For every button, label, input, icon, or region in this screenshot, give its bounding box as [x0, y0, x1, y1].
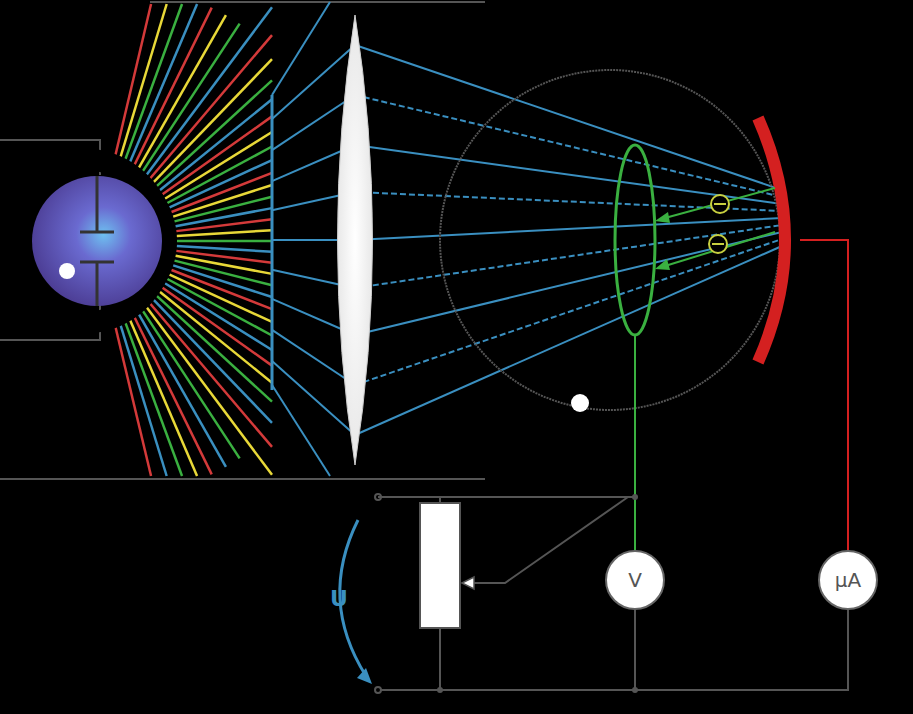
- meter-symbol: µA: [835, 568, 861, 592]
- lens: [338, 15, 373, 465]
- highlight-dot: [571, 394, 589, 412]
- slider-arrow: [462, 577, 474, 589]
- cathode: [758, 118, 785, 362]
- microammeter: µA: [818, 550, 878, 610]
- highlight-dot: [59, 263, 75, 279]
- anode-ring: [615, 145, 655, 335]
- panel-edge: [0, 478, 485, 480]
- filter: [271, 95, 274, 390]
- photocell-tube: [440, 70, 780, 410]
- return-wire: [635, 610, 848, 690]
- supply-wire: [440, 496, 635, 498]
- supply-wire: [439, 628, 441, 690]
- voltmeter: V: [605, 550, 665, 610]
- rheostat: [420, 503, 460, 628]
- meter-symbol: V: [628, 568, 642, 592]
- lamp-electrodes: [80, 176, 114, 306]
- voltage-arrow-head: [357, 668, 372, 684]
- electrons: [655, 188, 775, 270]
- supply-wire: [381, 689, 635, 691]
- panel-edge: [150, 1, 485, 3]
- rheostat-slider: [468, 497, 628, 583]
- cathode-wire: [800, 240, 848, 550]
- lamp-bulb: [32, 176, 162, 306]
- blue-beams: [272, 2, 782, 476]
- anode-wire: [634, 335, 636, 550]
- voltage-label: U: [330, 586, 348, 611]
